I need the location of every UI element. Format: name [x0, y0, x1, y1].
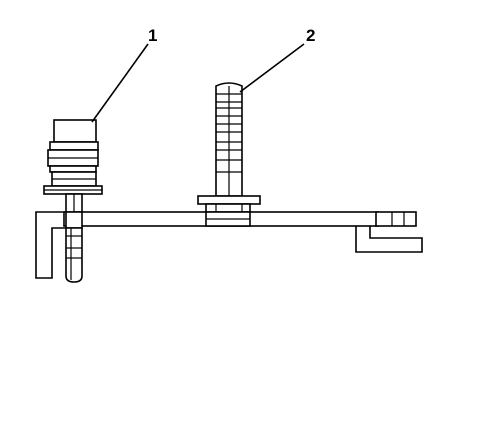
callout-label-1: 1 — [148, 26, 157, 45]
callout-label-2: 2 — [306, 26, 315, 45]
leader-line-1 — [91, 43, 149, 123]
left-bracket — [35, 211, 72, 279]
mounting-bolt — [197, 82, 261, 227]
callout-leaders — [91, 43, 305, 123]
right-bracket — [355, 226, 423, 253]
connector-fitting — [43, 119, 103, 283]
leader-line-2 — [239, 43, 305, 93]
